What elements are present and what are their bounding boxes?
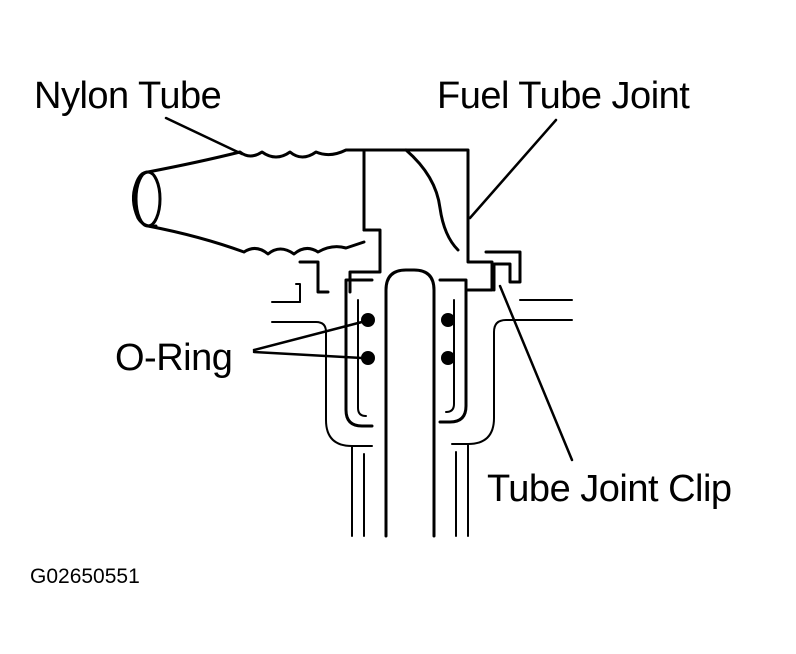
leader-nylon-tube — [164, 116, 244, 156]
housing — [271, 299, 573, 537]
fuel-tube-joint — [348, 148, 494, 294]
leader-fuel-tube-joint — [468, 118, 558, 220]
o-ring-sleeve — [344, 278, 468, 428]
label-o-ring: O-Ring — [115, 337, 233, 379]
leader-o-ring-lower — [252, 350, 364, 360]
tube-joint-clip — [295, 250, 522, 303]
leader-o-ring-upper — [252, 320, 364, 352]
leader-lines — [164, 116, 574, 462]
o-ring-marks — [361, 313, 455, 365]
label-fuel-tube-joint: Fuel Tube Joint — [437, 75, 690, 117]
nylon-tube — [131, 148, 366, 256]
inner-pipe — [384, 268, 436, 538]
label-tube-joint-clip: Tube Joint Clip — [487, 468, 732, 510]
figure-code: G02650551 — [30, 565, 140, 588]
leader-tube-joint-clip — [498, 284, 574, 462]
label-nylon-tube: Nylon Tube — [34, 75, 222, 117]
